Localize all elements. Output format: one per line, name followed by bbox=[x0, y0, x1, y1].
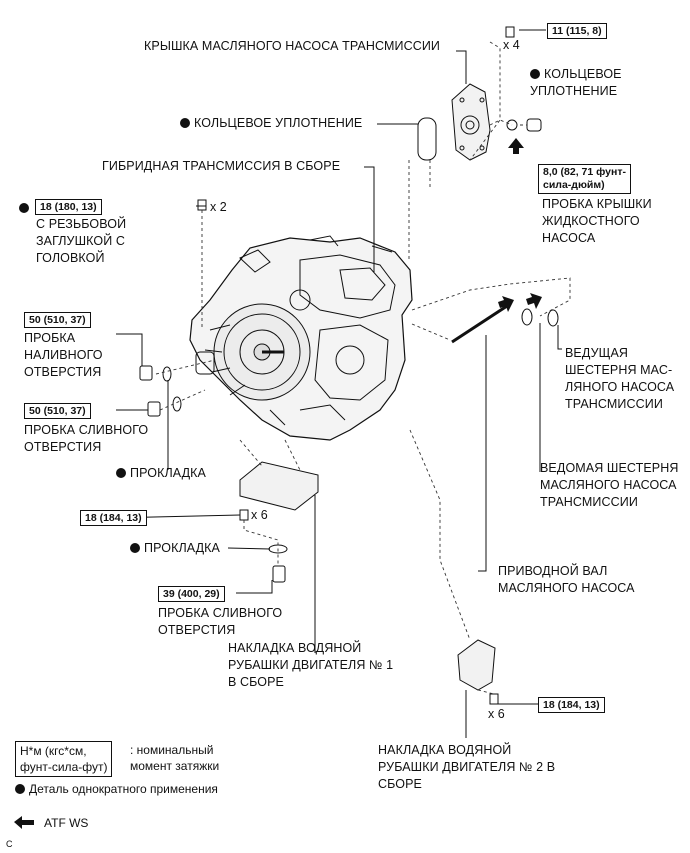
label-gasket-1: ПРОКЛАДКА bbox=[116, 465, 206, 482]
label-gasket-2: ПРОКЛАДКА bbox=[130, 540, 220, 557]
driven-gear-illustration bbox=[521, 308, 533, 326]
torque-drain-plug-2: 39 (400, 29) bbox=[158, 586, 225, 602]
water-jacket-2-bolt-illustration bbox=[489, 693, 499, 705]
pump-shaft-illustration bbox=[451, 302, 511, 344]
torque-water-jacket-2-bolt: 18 (184, 13) bbox=[538, 697, 605, 713]
label-pump-shaft: ПРИВОДНОЙ ВАЛ МАСЛЯНОГО НАСОСА bbox=[498, 564, 635, 595]
single-use-dot bbox=[19, 203, 29, 213]
filler-gasket-illustration bbox=[162, 366, 172, 382]
water-jacket-1-illustration bbox=[239, 461, 319, 511]
drive-gear-illustration bbox=[547, 309, 559, 327]
single-use-dot bbox=[530, 69, 540, 79]
torque-screw-plug: 18 (180, 13) bbox=[35, 199, 102, 215]
label-driven-gear: ВЕДОМАЯ ШЕСТЕРНЯ МАСЛЯНОГО НАСОСА ТРАНСМ… bbox=[540, 461, 679, 509]
pump-cover-plug-illustration bbox=[526, 118, 542, 132]
label-pump-cover: КРЫШКА МАСЛЯНОГО НАСОСА ТРАНСМИССИИ bbox=[144, 39, 440, 53]
label-water-jacket-1: НАКЛАДКА ВОДЯНОЙ РУБАШКИ ДВИГАТЕЛЯ № 1 В… bbox=[228, 641, 394, 689]
atf-arrow-pump bbox=[508, 138, 524, 154]
label-water-jacket-2: НАКЛАДКА ВОДЯНОЙ РУБАШКИ ДВИГАТЕЛЯ № 2 В… bbox=[378, 743, 556, 791]
qty-water-jacket-1-bolt: x 6 bbox=[251, 508, 268, 522]
water-jacket-2-illustration bbox=[457, 639, 496, 691]
qty-pump-cover-bolt: x 4 bbox=[503, 38, 520, 52]
o-ring-left-illustration bbox=[417, 117, 437, 161]
legend-single-use: Деталь однократного применения bbox=[15, 781, 218, 797]
drain-plug-1-illustration bbox=[147, 401, 161, 417]
drain-plug-2-illustration bbox=[272, 565, 286, 583]
torque-pump-cover-plug: 8,0 (82, 71 фунт- сила-дюйм) bbox=[538, 164, 631, 194]
transmission-assembly-illustration bbox=[189, 235, 413, 441]
legend-torque-box: Н*м (кгс*см, фунт-сила-фут) bbox=[15, 741, 113, 777]
label-drive-gear: ВЕДУЩАЯ ШЕСТЕРНЯ МАС- ЛЯНОГО НАСОСА ТРАН… bbox=[565, 346, 675, 411]
legend-torque-desc: : номинальный момент затяжки bbox=[130, 743, 220, 773]
atf-legend-arrow bbox=[14, 816, 34, 829]
atf-arrow-drive-gear bbox=[526, 293, 542, 309]
torque-pump-cover-bolt: 11 (115, 8) bbox=[547, 23, 607, 39]
o-ring-right-illustration bbox=[506, 119, 518, 131]
label-screw-plug: С РЕЗЬБОВОЙ ЗАГЛУШКОЙ С ГОЛОВКОЙ bbox=[36, 217, 127, 265]
legend-atf: ATF WS bbox=[44, 816, 89, 830]
label-fluid-pump-cover-plug: ПРОБКА КРЫШКИ ЖИДКОСТНОГО НАСОСА bbox=[542, 197, 652, 245]
torque-filler-plug: 50 (510, 37) bbox=[24, 312, 91, 328]
label-drain-plug-2: ПРОБКА СЛИВНОГО ОТВЕРСТИЯ bbox=[158, 606, 283, 637]
single-use-dot bbox=[15, 784, 25, 794]
water-jacket-1-bolt-illustration bbox=[239, 509, 249, 521]
pump-cover-bolt-illustration bbox=[505, 26, 515, 38]
qty-water-jacket-2-bolt: x 6 bbox=[488, 707, 505, 721]
label-hybrid-transmission: ГИБРИДНАЯ ТРАНСМИССИЯ В СБОРЕ bbox=[102, 159, 341, 173]
label-o-ring-right: КОЛЬЦЕВОЕ УПЛОТНЕНИЕ bbox=[530, 67, 622, 98]
qty-screw-plug: x 2 bbox=[210, 200, 227, 214]
torque-water-jacket-1-bolt: 18 (184, 13) bbox=[80, 510, 147, 526]
single-use-dot bbox=[116, 468, 126, 478]
corner-mark: C bbox=[6, 839, 13, 849]
filler-plug-illustration bbox=[139, 365, 153, 381]
torque-drain-plug-1: 50 (510, 37) bbox=[24, 403, 91, 419]
label-o-ring-left: КОЛЬЦЕВОЕ УПЛОТНЕНИЕ bbox=[180, 115, 362, 132]
atf-arrow-driven-gear bbox=[498, 296, 514, 312]
drain-gasket-1-illustration bbox=[172, 396, 182, 412]
pump-cover-illustration bbox=[451, 83, 491, 161]
single-use-dot bbox=[180, 118, 190, 128]
screw-plug-illustration bbox=[197, 199, 207, 211]
single-use-dot bbox=[130, 543, 140, 553]
label-drain-plug-1: ПРОБКА СЛИВНОГО ОТВЕРСТИЯ bbox=[24, 423, 149, 454]
label-filler-plug: ПРОБКА НАЛИВНОГО ОТВЕРСТИЯ bbox=[24, 331, 103, 379]
